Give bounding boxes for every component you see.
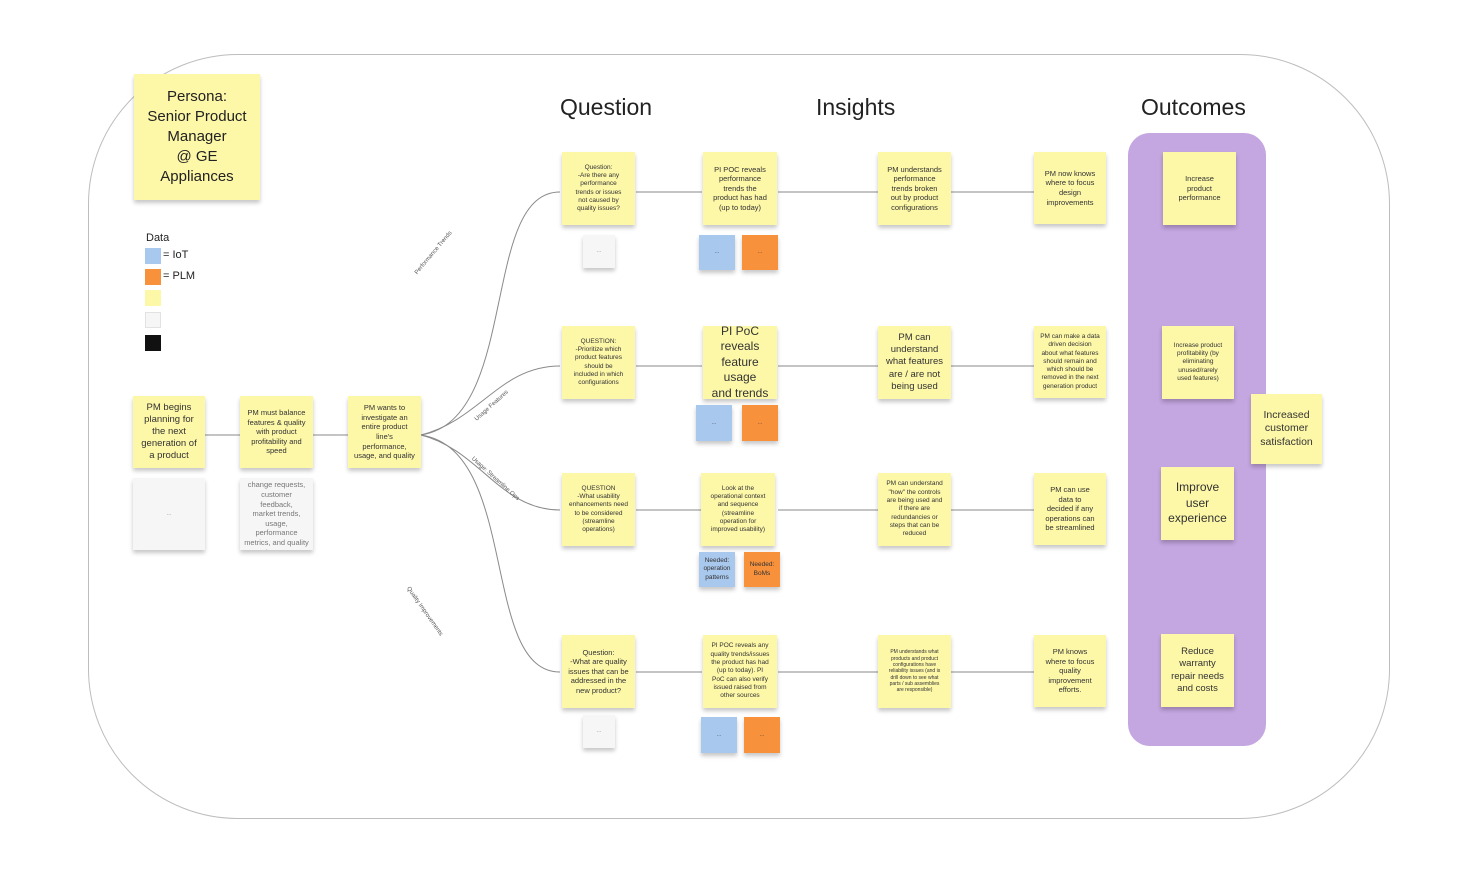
note-investigate[interactable]: PM wants to investigate an entire produc… bbox=[348, 396, 421, 468]
note-iot-quality[interactable]: … bbox=[701, 717, 737, 753]
note-poc-features[interactable]: PI PoC reveals feature usage and trends bbox=[703, 326, 777, 399]
legend-swatch-black bbox=[145, 335, 161, 351]
note-plm-performance[interactable]: … bbox=[742, 235, 778, 270]
persona-note[interactable]: Persona: Senior Product Manager @ GE App… bbox=[134, 74, 260, 200]
note-plm-usability[interactable]: Needed: BoMs bbox=[744, 552, 780, 587]
legend-swatch-plm bbox=[145, 269, 161, 285]
legend-title: Data bbox=[146, 232, 170, 244]
note-insight-quality[interactable]: PM understands what products and product… bbox=[878, 635, 951, 708]
note-iot-usability[interactable]: Needed: operation patterns bbox=[699, 552, 735, 587]
note-start-planning[interactable]: PM begins planning for the next generati… bbox=[133, 396, 205, 468]
note-action-quality[interactable]: PM knows where to focus quality improvem… bbox=[1034, 635, 1106, 707]
note-question-performance-detail[interactable]: … bbox=[583, 235, 615, 268]
note-poc-usability[interactable]: Look at the operational context and sequ… bbox=[701, 473, 775, 546]
header-insights: Insights bbox=[816, 94, 896, 120]
note-action-usability[interactable]: PM can use data to decided if any operat… bbox=[1034, 473, 1106, 545]
note-iot-performance[interactable]: … bbox=[699, 235, 735, 270]
note-question-features[interactable]: QUESTION: -Prioritize which product feat… bbox=[562, 326, 635, 399]
note-outcome-performance[interactable]: Increase product performance bbox=[1163, 152, 1236, 225]
connector bbox=[420, 191, 561, 436]
note-start-detail[interactable]: … bbox=[133, 478, 205, 550]
note-question-performance[interactable]: Question: -Are there any performance tre… bbox=[562, 152, 635, 225]
note-balance[interactable]: PM must balance features & quality with … bbox=[240, 396, 313, 468]
board-frame bbox=[88, 54, 1390, 819]
note-outcome-profitability[interactable]: Increase product profitability (by elimi… bbox=[1162, 326, 1234, 399]
legend-swatch-iot bbox=[145, 248, 161, 264]
legend-swatch-white bbox=[145, 312, 161, 328]
note-poc-performance[interactable]: PI POC reveals performance trends the pr… bbox=[703, 152, 777, 225]
note-balance-needed-data[interactable]: Needed data: change requests, customer f… bbox=[240, 478, 313, 550]
note-action-features[interactable]: PM can make a data driven decision about… bbox=[1034, 326, 1106, 398]
header-outcomes: Outcomes bbox=[1141, 94, 1246, 120]
note-insight-performance[interactable]: PM understands performance trends broken… bbox=[878, 152, 951, 225]
note-outcome-warranty[interactable]: Reduce warranty repair needs and costs bbox=[1161, 634, 1234, 707]
note-question-usability[interactable]: QUESTION -What usability enhancements ne… bbox=[562, 473, 635, 546]
note-iot-features[interactable]: … bbox=[696, 405, 732, 441]
note-insight-usability[interactable]: PM can understand "how" the controls are… bbox=[878, 473, 951, 546]
note-poc-quality[interactable]: PI POC reveals any quality trends/issues… bbox=[703, 635, 777, 708]
connector bbox=[420, 434, 561, 673]
legend-label-iot: = IoT bbox=[163, 249, 189, 261]
note-insight-features[interactable]: PM can understand what features are / ar… bbox=[878, 326, 951, 399]
legend-swatch-yellow bbox=[145, 290, 161, 306]
note-question-quality[interactable]: Question: -What are quality issues that … bbox=[562, 635, 635, 708]
note-outcome-customer-satisfaction[interactable]: Increased customer satisfaction bbox=[1251, 394, 1322, 464]
header-question: Question bbox=[560, 94, 653, 120]
note-plm-features[interactable]: … bbox=[742, 405, 778, 441]
note-outcome-user-experience[interactable]: Improve user experience bbox=[1161, 467, 1234, 540]
note-question-quality-detail[interactable]: … bbox=[583, 715, 615, 748]
note-plm-quality[interactable]: … bbox=[744, 717, 780, 753]
connector bbox=[420, 434, 561, 511]
legend-label-plm: = PLM bbox=[163, 270, 196, 282]
connector bbox=[420, 365, 561, 436]
note-action-performance[interactable]: PM now knows where to focus design impro… bbox=[1034, 152, 1106, 224]
